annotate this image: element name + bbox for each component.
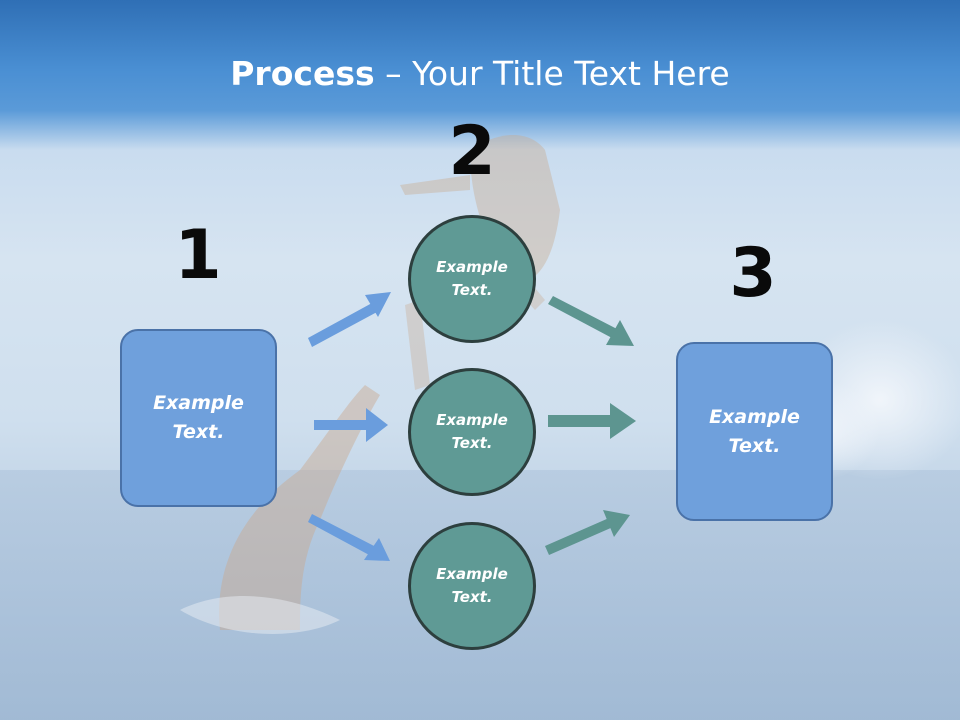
arrow-1-to-middle xyxy=(314,408,388,442)
title-bold: Process xyxy=(230,54,375,93)
arrow-1-to-bottom xyxy=(308,514,390,561)
step3-box: Example Text. xyxy=(676,342,833,521)
arrow-top-to-3 xyxy=(548,296,634,346)
step-number-1: 1 xyxy=(174,216,222,295)
step2-circle-bottom: Example Text. xyxy=(408,522,536,650)
title-rest: – Your Title Text Here xyxy=(374,54,730,93)
step1-box: Example Text. xyxy=(120,329,277,507)
step-number-2: 2 xyxy=(448,112,496,191)
step2-circle-middle: Example Text. xyxy=(408,368,536,496)
arrow-middle-to-3 xyxy=(548,403,636,439)
step2-circle-top: Example Text. xyxy=(408,215,536,343)
arrow-bottom-to-3 xyxy=(545,510,630,555)
arrow-1-to-top xyxy=(308,292,391,347)
slide-title: Process – Your Title Text Here xyxy=(0,52,960,96)
step-number-3: 3 xyxy=(729,234,777,313)
